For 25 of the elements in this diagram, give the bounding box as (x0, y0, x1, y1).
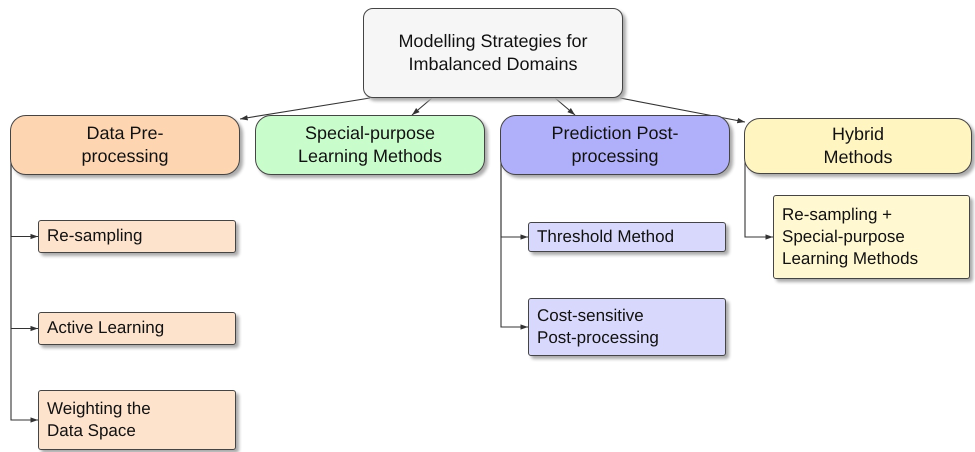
node-label: Prediction Post-processing (550, 122, 680, 168)
method-box (38, 220, 236, 253)
category-box (255, 115, 485, 175)
node-label: Hybrid Methods (822, 122, 894, 169)
node-label: Data Pre-processing (80, 122, 170, 168)
root-box (363, 8, 623, 98)
category-box (500, 115, 730, 175)
arrow (620, 97, 746, 124)
category-box (10, 115, 240, 175)
node-label: Active Learning (47, 317, 164, 340)
method-box (38, 312, 236, 345)
arrow (412, 98, 432, 116)
node-label: Weighting the Data Space (47, 398, 152, 442)
node-label: Threshold Method (537, 226, 674, 248)
arrow (240, 97, 370, 120)
category-box (744, 118, 972, 174)
node-label: Cost-sensitive Post-processing (537, 304, 660, 349)
node-label: Modelling Strategies for Imbalanced Domains (397, 30, 589, 76)
method-box (528, 222, 726, 252)
node-label: Special-purpose Learning Methods (296, 122, 444, 168)
node-label: Re-sampling (47, 225, 142, 248)
method-box (528, 298, 726, 356)
method-box (38, 390, 236, 450)
method-box (773, 195, 970, 279)
node-label: Re-sampling + Special-purpose Learning Methods (782, 204, 920, 270)
